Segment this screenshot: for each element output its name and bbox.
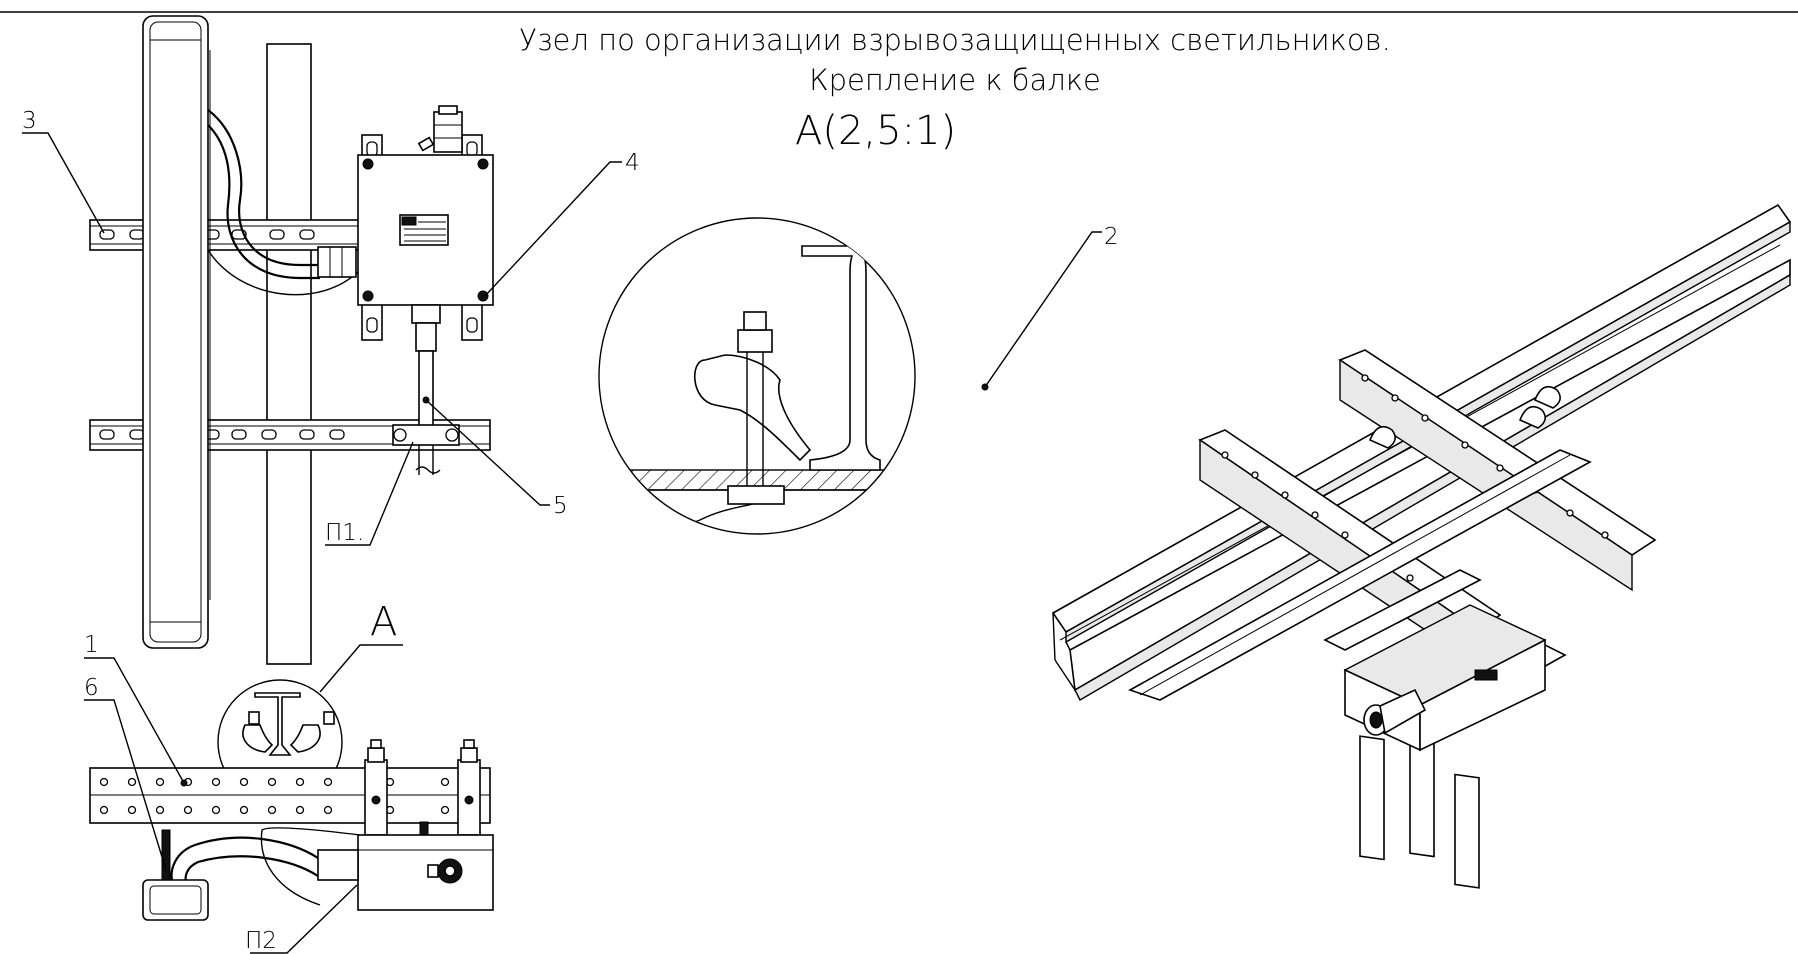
leader-1 [84, 657, 185, 784]
cable-gland-top [417, 105, 463, 153]
luminaire-end [142, 879, 209, 921]
detail-circle [598, 217, 916, 535]
side-gland [317, 849, 359, 881]
luminaire-body [142, 15, 211, 649]
iso-gland [1363, 688, 1427, 736]
cable-gland-bottom [392, 304, 460, 475]
isometric-view [1051, 203, 1792, 889]
leader-p1 [325, 441, 414, 546]
junction-box [357, 154, 494, 306]
item-6-label: 6 [84, 675, 99, 701]
item-3-label: 3 [22, 108, 37, 134]
item-1-label: 1 [84, 632, 99, 658]
iso-luminaire [1128, 449, 1592, 701]
leader-4 [484, 161, 622, 297]
junction-box-side [357, 834, 494, 911]
side-conduit [170, 836, 319, 881]
p1-label: П1. [325, 520, 364, 546]
flexible-conduit [207, 109, 320, 267]
vertical-beam [266, 43, 312, 665]
leader-a [319, 644, 403, 693]
beam-clamp-right [901, 354, 915, 462]
beam-clamp-left [693, 354, 812, 462]
item-5-label: 5 [553, 493, 568, 519]
side-rail [89, 767, 491, 824]
detail-view-callout: A(2,5:1) [795, 108, 956, 154]
leader-2 [984, 231, 1102, 388]
side-view: A [84, 599, 494, 954]
leader-p2 [250, 884, 358, 954]
cable-gland-left [317, 246, 357, 278]
p2-label: П2 [245, 928, 277, 954]
drawing-title: Узел по организации взрывозащищенных све… [519, 23, 1391, 57]
item-2-label: 2 [1104, 224, 1119, 250]
leader-5 [425, 399, 550, 506]
top-view: 3 4 5 П1. [22, 15, 640, 665]
leader-6 [84, 699, 167, 871]
item-4-label: 4 [625, 150, 640, 176]
i-beam-section [801, 245, 915, 471]
drawing-subtitle: Крепление к балке [809, 63, 1101, 97]
detail-marker-label: A [370, 599, 397, 645]
detail-view-a: 2 [598, 217, 1119, 535]
leader-3 [22, 132, 105, 234]
